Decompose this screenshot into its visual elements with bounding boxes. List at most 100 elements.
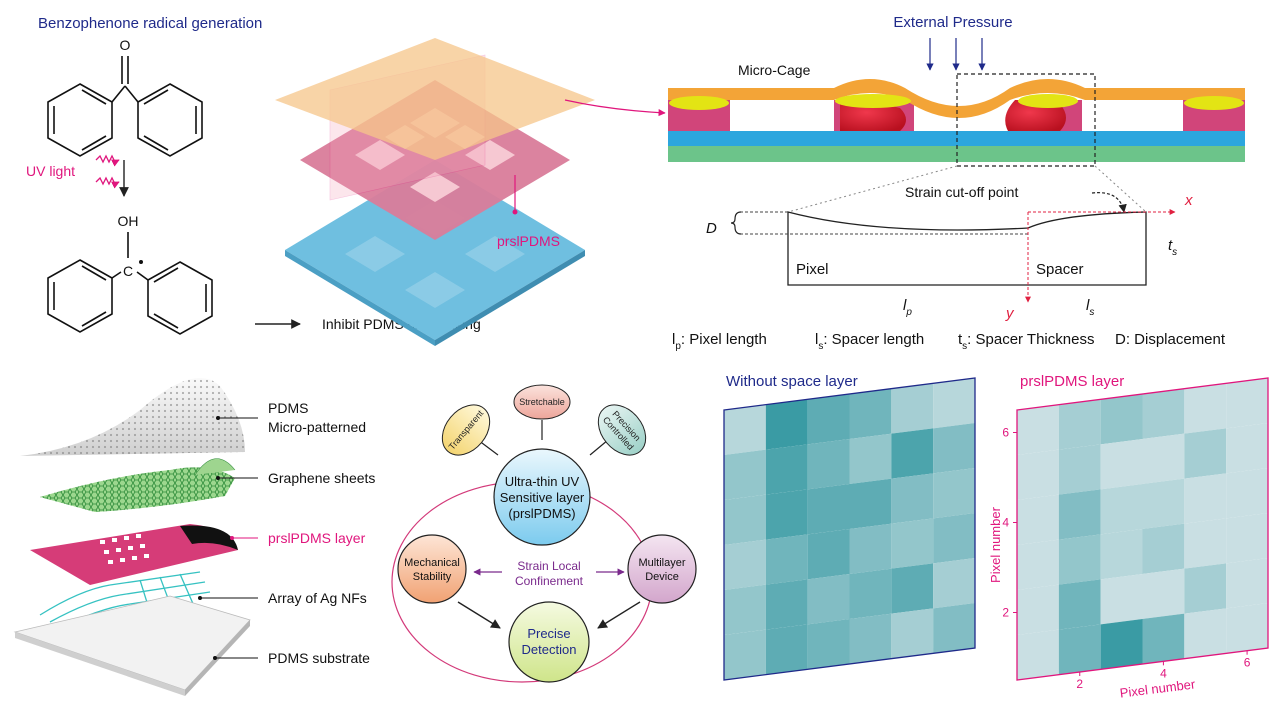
- svg-text:Device: Device: [645, 571, 679, 583]
- benzophenone-structure: [47, 56, 203, 157]
- heatmap-cell: [1100, 394, 1143, 445]
- heatmap-cell: [724, 494, 766, 545]
- heatmap-cell: [1058, 624, 1101, 675]
- heatmap-cell: [1226, 378, 1268, 429]
- atom-oh-label: OH: [118, 213, 139, 229]
- zoom-arrow: [564, 99, 666, 117]
- svg-text:Detection: Detection: [522, 642, 577, 657]
- spacer-label: Spacer: [1036, 261, 1084, 278]
- micro-cage-label: Micro-Cage: [738, 62, 811, 78]
- heatmap-cell: [1184, 518, 1227, 569]
- uv-light-label: UV light: [26, 163, 75, 179]
- heatmap-cell: [1226, 513, 1268, 564]
- cutoff-arrow: [1091, 192, 1127, 213]
- heatmap-cell: [1100, 574, 1143, 625]
- device-layers-panel: PDMS Micro-patterned Graphene sheets prs…: [13, 378, 375, 696]
- cutoff-label: Strain cut-off point: [905, 184, 1018, 200]
- heatmap-cell: [933, 603, 975, 654]
- heatmap-cell: [891, 563, 934, 614]
- heatmap-cell: [1184, 383, 1227, 434]
- heatmap-cell: [933, 378, 975, 429]
- heatmap-cell: [933, 468, 975, 519]
- d-brace: [730, 211, 742, 235]
- heatmap-cell: [1017, 404, 1059, 455]
- d-label: D: [706, 220, 717, 237]
- benzene-ring-left-radical: [47, 259, 113, 333]
- benzene-ring-left: [47, 83, 113, 157]
- layer-label-pdms-1: PDMS: [268, 400, 308, 416]
- ts-label: ts: [1168, 237, 1177, 258]
- heatmap-cell: [807, 439, 850, 490]
- heatmap-cell: [724, 539, 766, 590]
- heatmap-cell: [891, 518, 934, 569]
- heatmap-cell: [1184, 428, 1227, 479]
- heatmap-without-spacer: Without space layer: [723, 373, 976, 681]
- benzene-ring-right: [137, 83, 203, 157]
- heatmap-cell: [1226, 468, 1268, 519]
- heatmap-cell: [765, 624, 808, 675]
- heatmap-cell: [1142, 433, 1185, 484]
- y-tick-label: 4: [1002, 516, 1009, 530]
- heatmap2-xlabel: Pixel number: [1119, 676, 1197, 700]
- strain-confinement-line-1: Strain Local: [517, 559, 580, 573]
- heatmap-cell: [1226, 423, 1268, 474]
- heatmap-cell: [891, 473, 934, 524]
- heatmap-cell: [849, 523, 892, 574]
- heatmap-cell: [724, 449, 766, 500]
- heatmap-cell: [849, 613, 892, 664]
- heatmap-cell: [933, 558, 975, 609]
- x-tick-label: 6: [1244, 656, 1251, 670]
- atom-c-label: C: [123, 263, 133, 279]
- radical-dot: [139, 260, 143, 264]
- benzene-ring-right-radical: [147, 261, 213, 335]
- pixel-label: Pixel: [796, 261, 829, 278]
- legend-ls: ls: Spacer length: [815, 331, 924, 352]
- heatmap-cell: [1184, 473, 1227, 524]
- heatmap-cell: [1058, 399, 1101, 450]
- prslpdms-label: prslPDMS: [497, 233, 560, 249]
- heatmap1-frame: [723, 377, 976, 681]
- heatmap-cell: [1226, 603, 1268, 654]
- heatmap-cell: [1058, 489, 1101, 540]
- heatmap-cell: [1100, 529, 1143, 580]
- heatmap-cell: [1142, 613, 1185, 664]
- heatmap-cell: [891, 383, 934, 434]
- chemistry-title: Benzophenone radical generation: [38, 15, 262, 32]
- x-axis-label: x: [1184, 192, 1193, 209]
- y-axis-label: y: [1005, 305, 1015, 322]
- heatmap-cell: [1142, 388, 1185, 439]
- heatmap-cell: [849, 433, 892, 484]
- heatmap-cell: [1058, 534, 1101, 585]
- heatmap-cell: [849, 388, 892, 439]
- heatmap-cell: [724, 629, 766, 680]
- x-tick-label: 4: [1160, 666, 1167, 680]
- heatmap-cell: [765, 534, 808, 585]
- heatmap2-title: prslPDMS layer: [1020, 373, 1124, 390]
- heatmap-cell: [1017, 539, 1059, 590]
- heatmap-cell: [1017, 584, 1059, 635]
- bubble-mechanical: Mechanical Stability: [397, 534, 467, 604]
- layer-label-ag: Array of Ag NFs: [268, 590, 367, 606]
- heatmap-cell: [933, 423, 975, 474]
- y-tick-label: 2: [1002, 606, 1009, 620]
- bubble-stretchable: Stretchable: [513, 384, 571, 420]
- strain-model-panel: Strain cut-off point D x y Pixel Spacer …: [706, 184, 1193, 322]
- heatmap-cell: [807, 394, 850, 445]
- x-tick-label: 2: [1076, 677, 1083, 691]
- device-layer-labels: PDMS Micro-patterned Graphene sheets prs…: [198, 400, 375, 666]
- heatmap1-title: Without space layer: [726, 373, 858, 390]
- heatmap-cell: [1142, 568, 1185, 619]
- uv-light-icon: [95, 154, 120, 189]
- heatmap-cell: [1100, 439, 1143, 490]
- heatmap2-frame: [1016, 377, 1269, 681]
- spacer-blob-1: [840, 100, 906, 131]
- atom-o-label: O: [120, 37, 131, 53]
- layer-label-graphene: Graphene sheets: [268, 470, 375, 486]
- legend-ts: ts: Spacer Thickness: [958, 331, 1094, 352]
- svg-text:Multilayer: Multilayer: [638, 557, 685, 569]
- pressure-label: External Pressure: [893, 14, 1012, 31]
- cross-section-panel: External Pressure Micro-Cage: [668, 14, 1245, 213]
